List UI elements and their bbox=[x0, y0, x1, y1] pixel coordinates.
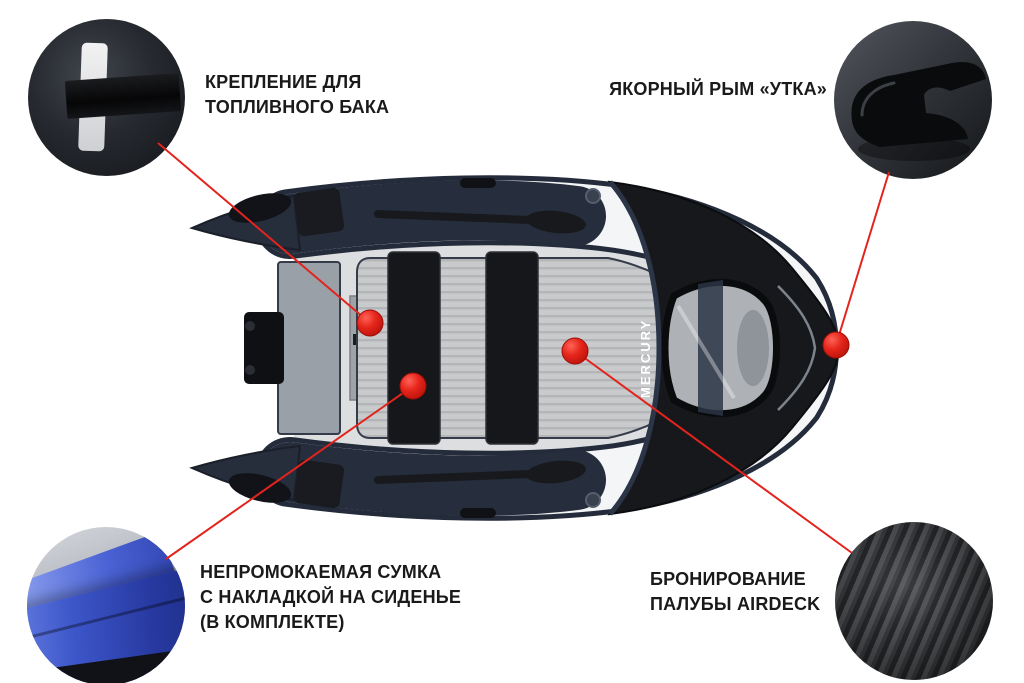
air-valve bbox=[585, 188, 601, 204]
cleat-highlight bbox=[860, 81, 896, 117]
stowed-gear bbox=[293, 459, 345, 509]
label-line: С НАКЛАДКОЙ НА СИДЕНЬЕ bbox=[200, 587, 462, 607]
bench-seat-front bbox=[387, 251, 441, 445]
clamp-screw bbox=[245, 365, 255, 375]
label-waterproof-bag: НЕПРОМОКАЕМАЯ СУМКА С НАКЛАДКОЙ НА СИДЕН… bbox=[200, 560, 461, 635]
bench-seat-rear bbox=[485, 251, 539, 445]
connector-anchor-cleat bbox=[835, 171, 890, 346]
boat-top-view-illustration: MERCURY bbox=[189, 175, 841, 521]
inset-photo-anchor-cleat bbox=[834, 21, 992, 179]
motor-bracket bbox=[244, 312, 284, 384]
cleat-illustration bbox=[851, 61, 986, 161]
oar-shaft bbox=[374, 210, 534, 224]
transom-board bbox=[277, 261, 341, 435]
inset-photo-airdeck-texture bbox=[835, 522, 993, 680]
air-valve bbox=[585, 492, 601, 508]
inset-photo-fuel-tank-mount bbox=[28, 19, 185, 176]
label-line: ЯКОРНЫЙ РЫМ «УТКА» bbox=[609, 79, 827, 99]
airdeck-vignette bbox=[835, 522, 993, 680]
cleat-body bbox=[851, 61, 986, 147]
clamp-screw bbox=[245, 321, 255, 331]
label-line: КРЕПЛЕНИЕ ДЛЯ bbox=[205, 72, 362, 92]
stowed-gear bbox=[293, 187, 345, 237]
label-anchor-cleat: ЯКОРНЫЙ РЫМ «УТКА» bbox=[609, 77, 827, 102]
label-line: ПАЛУБЫ AIRDECK bbox=[650, 594, 821, 614]
grab-handle bbox=[460, 178, 496, 188]
inset-photo-waterproof-bag bbox=[27, 527, 185, 683]
label-airdeck-armor: БРОНИРОВАНИЕ ПАЛУБЫ AIRDECK bbox=[650, 567, 820, 617]
oar-blade bbox=[526, 460, 586, 484]
label-line: БРОНИРОВАНИЕ bbox=[650, 569, 806, 589]
label-line: (В КОМПЛЕКТЕ) bbox=[200, 612, 345, 632]
label-line: НЕПРОМОКАЕМАЯ СУМКА bbox=[200, 562, 442, 582]
label-fuel-tank-mount: КРЕПЛЕНИЕ ДЛЯ ТОПЛИВНОГО БАКА bbox=[205, 70, 389, 120]
mount-strap bbox=[64, 73, 182, 119]
brand-logo-text: MERCURY bbox=[638, 319, 653, 398]
label-line: ТОПЛИВНОГО БАКА bbox=[205, 97, 390, 117]
grab-handle bbox=[460, 508, 496, 518]
window-shadow bbox=[737, 310, 769, 386]
oar-blade bbox=[526, 210, 586, 234]
